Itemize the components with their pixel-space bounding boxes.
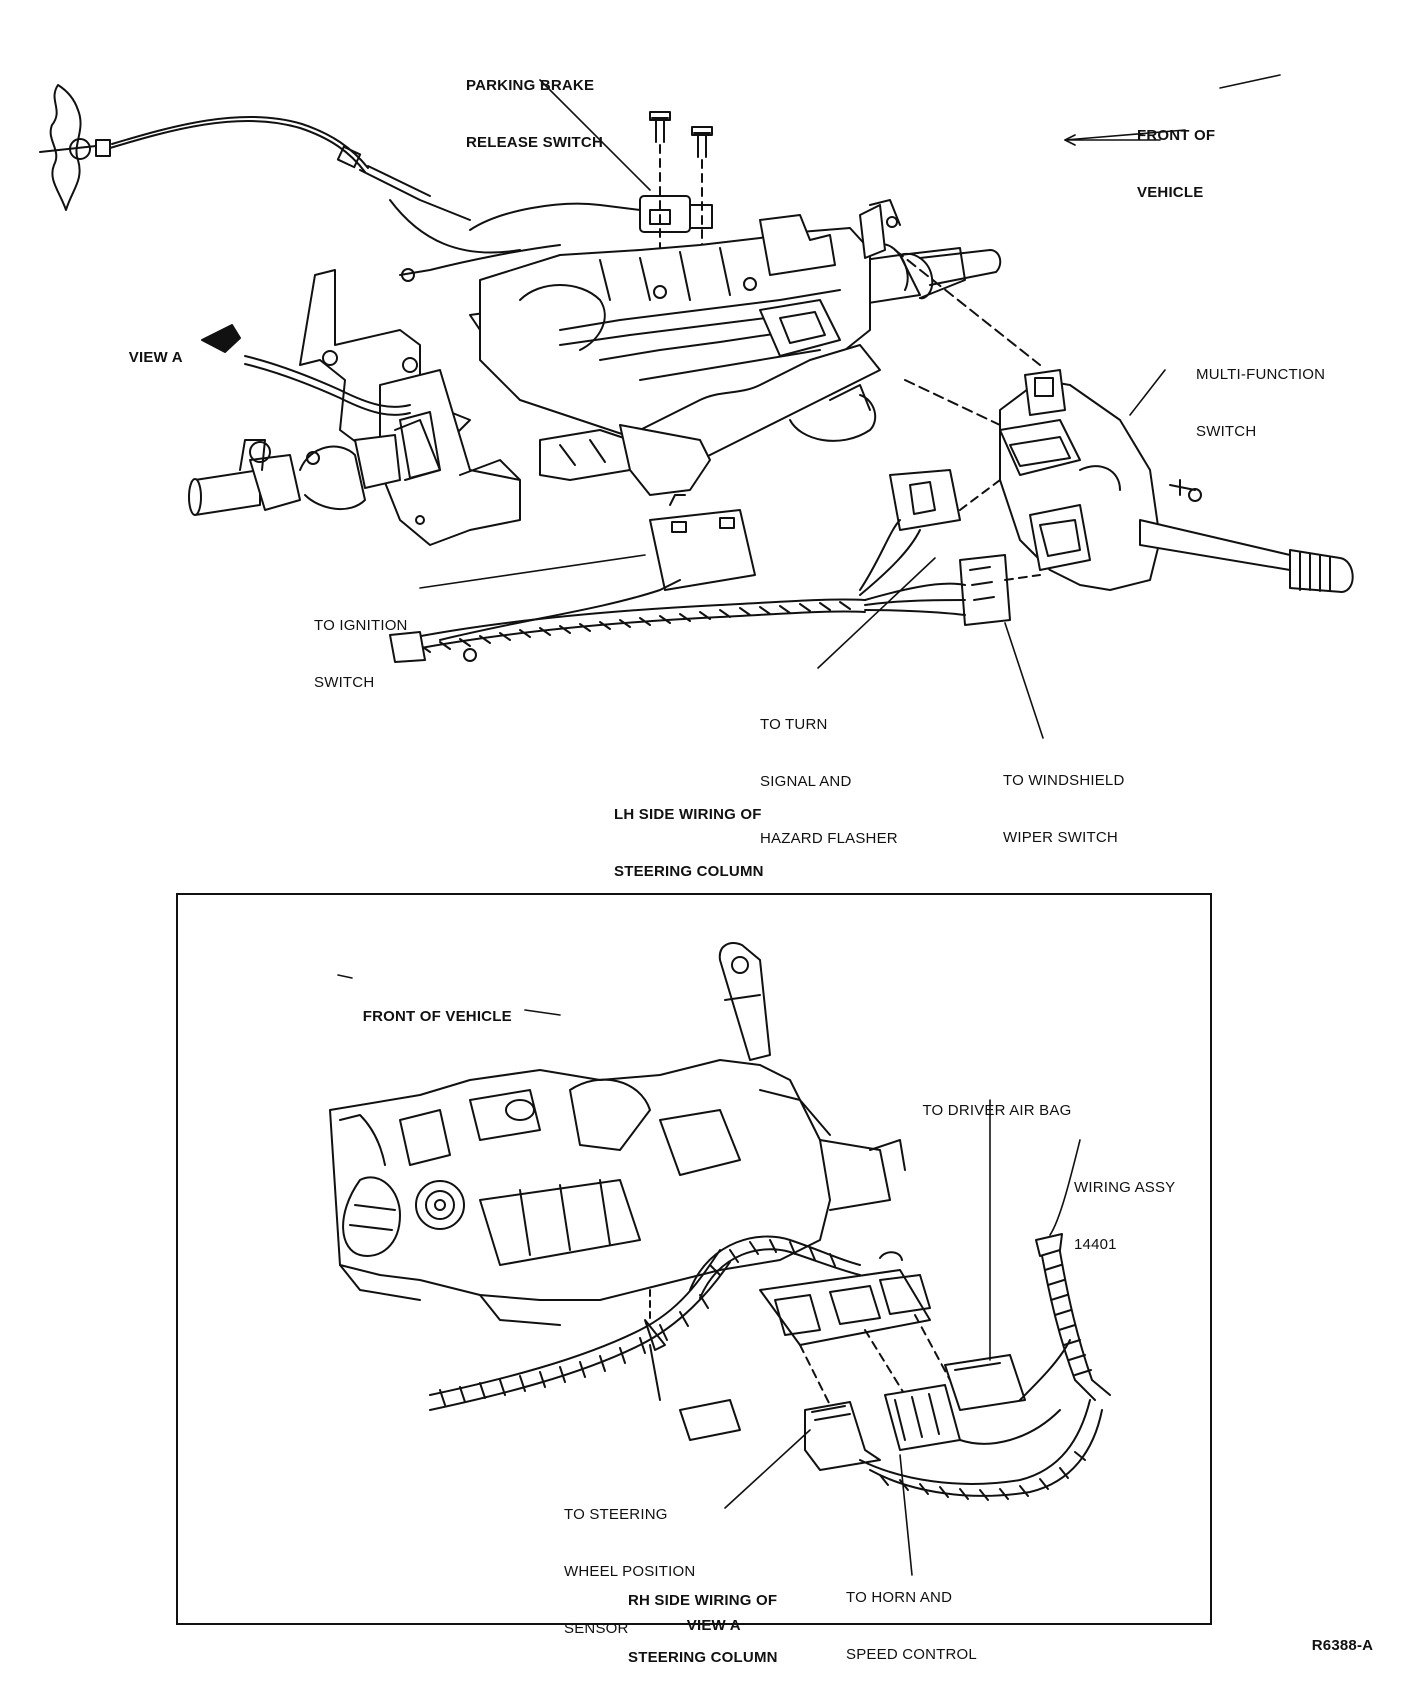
view-a-inset-frame — [176, 893, 1212, 1625]
label-line: VEHICLE — [1137, 184, 1204, 201]
leader-lines-bottom — [337, 974, 1081, 1576]
label-line: R6388-A — [1311, 1637, 1374, 1654]
label-line: WIPER SWITCH — [1003, 829, 1118, 846]
figure-code: R6388-A — [1303, 1617, 1373, 1655]
label-line: 14401 — [1074, 1236, 1117, 1253]
label-line: MULTI-FUNCTION — [1196, 366, 1326, 383]
multi-function-switch — [894, 249, 1354, 593]
label-line: SIGNAL AND — [760, 773, 852, 790]
label-line: SWITCH — [314, 674, 375, 691]
label-line: TO TURN — [760, 716, 828, 733]
label-line: SWITCH — [1196, 423, 1257, 440]
label-line: RH SIDE WIRING OF — [628, 1592, 778, 1609]
label-line: TO HORN AND — [846, 1589, 953, 1606]
parking-brake-cable — [39, 84, 641, 282]
label-to-driver-air-bag: TO DRIVER AIR BAG — [914, 1082, 1071, 1120]
caption-view-a: VIEW A — [678, 1597, 741, 1635]
label-to-steering-wheel-position-sensor: TO STEERING WHEEL POSITION SENSOR — [564, 1467, 695, 1657]
label-line: WIRING ASSY — [1074, 1179, 1176, 1196]
caption-lh-side-wiring: LH SIDE WIRING OF STEERING COLUMN — [614, 767, 764, 900]
label-front-of-vehicle-inset: FRONT OF VEHICLE — [354, 988, 512, 1026]
label-line: LH SIDE WIRING OF — [614, 806, 762, 823]
label-parking-brake-release-switch: PARKING BRAKE RELEASE SWITCH — [466, 38, 603, 171]
label-line: FRONT OF VEHICLE — [362, 1008, 512, 1025]
label-to-windshield-wiper-switch: TO WINDSHIELD WIPER SWITCH — [1003, 733, 1125, 866]
label-line: TO WINDSHIELD — [1003, 772, 1125, 789]
label-line: STEERING COLUMN — [628, 1649, 778, 1666]
label-view-a-pointer: VIEW A — [120, 329, 183, 367]
label-to-turn-signal-hazard-flasher: TO TURN SIGNAL AND HAZARD FLASHER — [760, 677, 898, 867]
label-line: TO IGNITION — [314, 617, 408, 634]
label-line: SPEED CONTROL — [846, 1646, 977, 1663]
label-line: PARKING BRAKE — [466, 77, 595, 94]
label-line: HAZARD FLASHER — [760, 830, 898, 847]
view-a-arrow — [201, 324, 411, 416]
label-line: TO STEERING — [564, 1506, 668, 1523]
label-wiring-assy: WIRING ASSY 14401 — [1074, 1140, 1175, 1273]
label-line: SENSOR — [564, 1620, 629, 1637]
label-line: STEERING COLUMN — [614, 863, 764, 880]
label-to-horn-and-speed-control: TO HORN AND SPEED CONTROL — [846, 1550, 977, 1683]
rh-column-body — [329, 942, 906, 1326]
label-line: FRONT OF — [1137, 127, 1216, 144]
steering-column-body — [299, 199, 1002, 546]
intermediate-shaft — [188, 419, 441, 516]
label-line: VIEW A — [128, 349, 183, 366]
harness-connectors — [389, 469, 1041, 663]
label-line: VIEW A — [686, 1617, 741, 1634]
caption-rh-side-wiring: RH SIDE WIRING OF STEERING COLUMN — [628, 1553, 778, 1686]
leader-lines-top — [419, 74, 1281, 739]
label-line: WHEEL POSITION — [564, 1563, 696, 1580]
rh-wiring-harness — [429, 1233, 1111, 1501]
label-to-ignition-switch: TO IGNITION SWITCH — [314, 578, 408, 711]
label-line: TO DRIVER AIR BAG — [922, 1102, 1072, 1119]
label-line: RELEASE SWITCH — [466, 134, 603, 151]
label-multi-function-switch: MULTI-FUNCTION SWITCH — [1196, 327, 1325, 460]
label-front-of-vehicle-top: FRONT OF VEHICLE — [1137, 88, 1215, 221]
